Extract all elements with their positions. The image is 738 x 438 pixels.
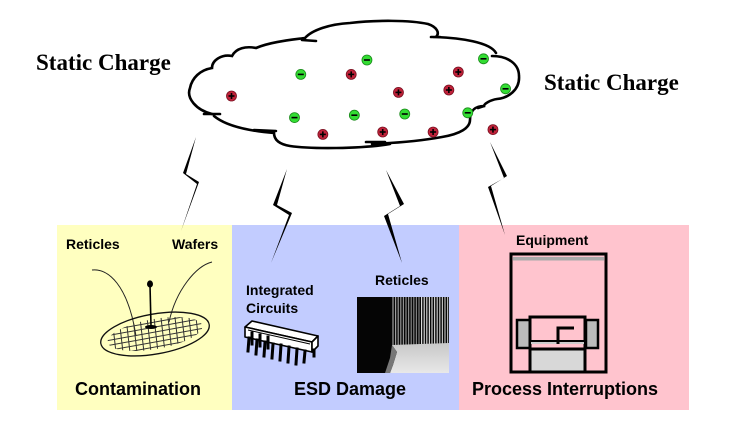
positive-charge-icon: [443, 84, 455, 96]
caption-contamination: Contamination: [75, 379, 201, 399]
lightning-bolt-icon: [181, 137, 199, 231]
static-charge-title-right: Static Charge: [544, 70, 679, 95]
lightning-bolt-icon: [271, 169, 292, 263]
positive-charge-icon: [393, 87, 404, 98]
negative-charge-icon: [478, 53, 489, 65]
negative-charge-icon: [289, 112, 300, 123]
negative-charge-icon: [348, 109, 360, 121]
charges-group: [226, 53, 511, 140]
label-reticles-esd: Reticles: [375, 272, 429, 288]
positive-charge-icon: [317, 128, 329, 140]
lightning-bolt-icon: [384, 170, 404, 263]
negative-charge-icon: [399, 108, 411, 120]
label-wafers: Wafers: [172, 236, 219, 252]
equipment-icon: [509, 252, 608, 374]
caption-esd-damage: ESD Damage: [294, 379, 407, 399]
label-equipment: Equipment: [516, 232, 589, 248]
positive-charge-icon: [452, 66, 464, 78]
label-circuits: Circuits: [246, 300, 299, 316]
integrated-circuit-icon: [244, 320, 319, 366]
negative-charge-icon: [462, 107, 474, 119]
positive-charge-icon: [345, 69, 357, 80]
positive-charge-icon: [427, 126, 439, 138]
wafer-icon: [91, 261, 213, 358]
positive-charge-icon: [487, 124, 499, 136]
label-integrated: Integrated: [246, 282, 314, 298]
cloud-icon: [187, 19, 521, 150]
negative-charge-icon: [361, 54, 373, 66]
negative-charge-icon: [295, 69, 307, 80]
negative-charge-icon: [500, 83, 511, 95]
positive-charge-icon: [377, 126, 389, 138]
label-reticles-contamination: Reticles: [66, 236, 120, 252]
reticle-damage-photo: [357, 297, 449, 373]
positive-charge-icon: [226, 90, 237, 102]
caption-process-interruptions: Process Interruptions: [472, 379, 659, 399]
static-charge-title-left: Static Charge: [36, 50, 171, 75]
lightning-bolt-icon: [488, 142, 507, 235]
